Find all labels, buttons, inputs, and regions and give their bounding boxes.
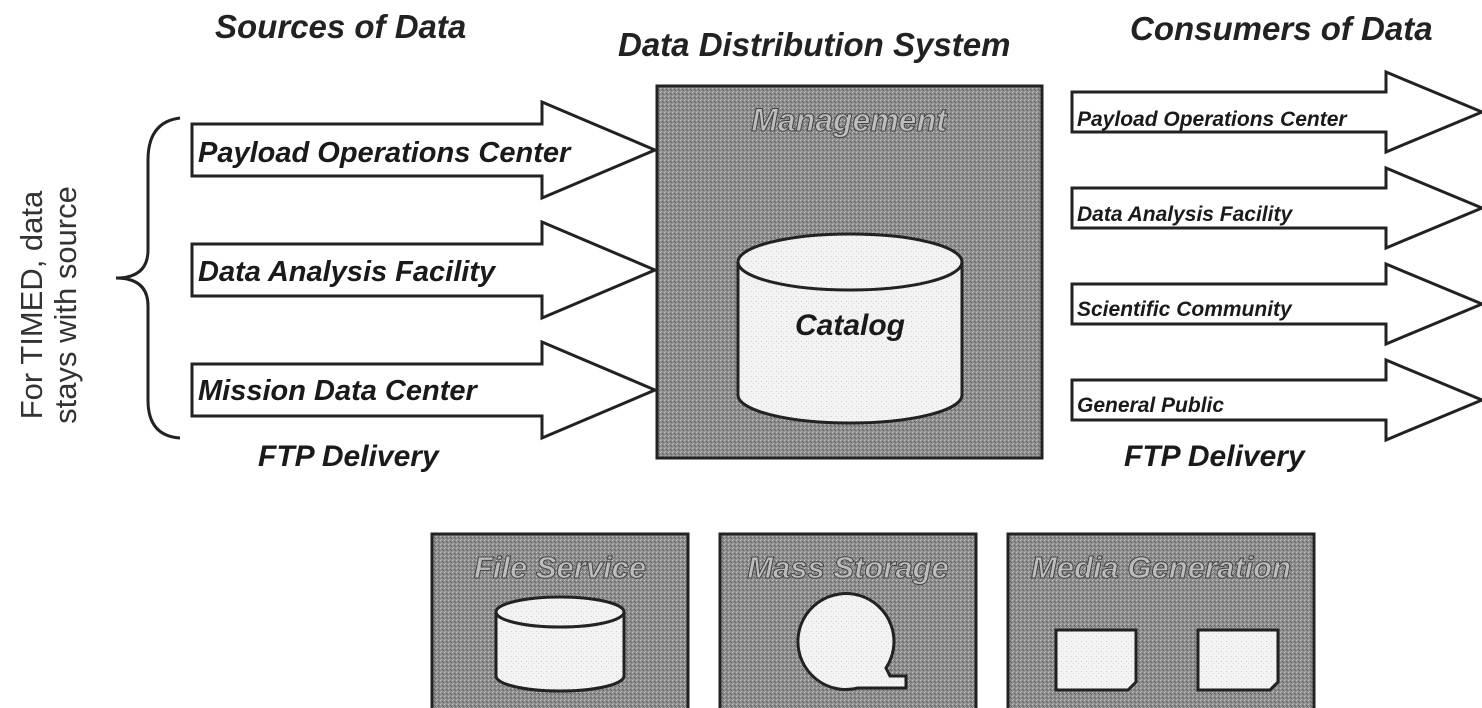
file-service-title: File Service: [474, 550, 646, 585]
brace: [115, 116, 181, 440]
file-service-box: File Service: [430, 532, 690, 708]
source-label-mission-data-center: Mission Data Center: [198, 375, 478, 407]
source-arrow-mission-data-center: Mission Data Center: [190, 339, 659, 441]
catalog-label: Catalog: [795, 309, 905, 342]
management-box: Management Catalog: [655, 84, 1044, 460]
media-disk-icon-2: [1196, 628, 1280, 692]
tape-reel-icon: [796, 592, 908, 692]
catalog-cylinder: Catalog: [736, 232, 964, 425]
source-arrow-payload-operations-center: Payload Operations Center: [190, 99, 659, 201]
ftp-delivery-right: FTP Delivery: [1124, 440, 1306, 473]
heading-data-distribution-system: Data Distribution System: [618, 26, 1011, 63]
consumer-arrow-general-public: General Public: [1070, 357, 1482, 443]
consumer-arrow-scientific-community: Scientific Community: [1070, 261, 1482, 347]
source-label-payload-operations-center: Payload Operations Center: [198, 137, 572, 169]
consumer-arrow-data-analysis-facility: Data Analysis Facility: [1070, 165, 1482, 251]
heading-sources-of-data: Sources of Data: [215, 8, 467, 45]
consumer-label-scientific-community: Scientific Community: [1077, 298, 1293, 321]
consumer-label-general-public: General Public: [1077, 394, 1224, 417]
source-arrow-data-analysis-facility: Data Analysis Facility: [190, 219, 659, 321]
source-label-data-analysis-facility: Data Analysis Facility: [198, 256, 497, 288]
media-disk-icon-1: [1054, 628, 1138, 692]
mass-storage-title: Mass Storage: [747, 550, 949, 585]
media-generation-title: Media Generation: [1031, 550, 1291, 585]
media-generation-box: Media Generation: [1006, 532, 1316, 708]
ftp-delivery-left: FTP Delivery: [258, 440, 440, 473]
management-title: Management: [751, 102, 948, 138]
consumer-arrow-payload-operations-center: Payload Operations Center: [1070, 69, 1482, 155]
mass-storage-box: Mass Storage: [718, 532, 978, 708]
consumer-label-payload-operations-center: Payload Operations Center: [1077, 108, 1348, 131]
consumer-label-data-analysis-facility: Data Analysis Facility: [1077, 203, 1293, 226]
heading-consumers-of-data: Consumers of Data: [1130, 10, 1433, 47]
file-service-cylinder-icon: [494, 595, 626, 693]
